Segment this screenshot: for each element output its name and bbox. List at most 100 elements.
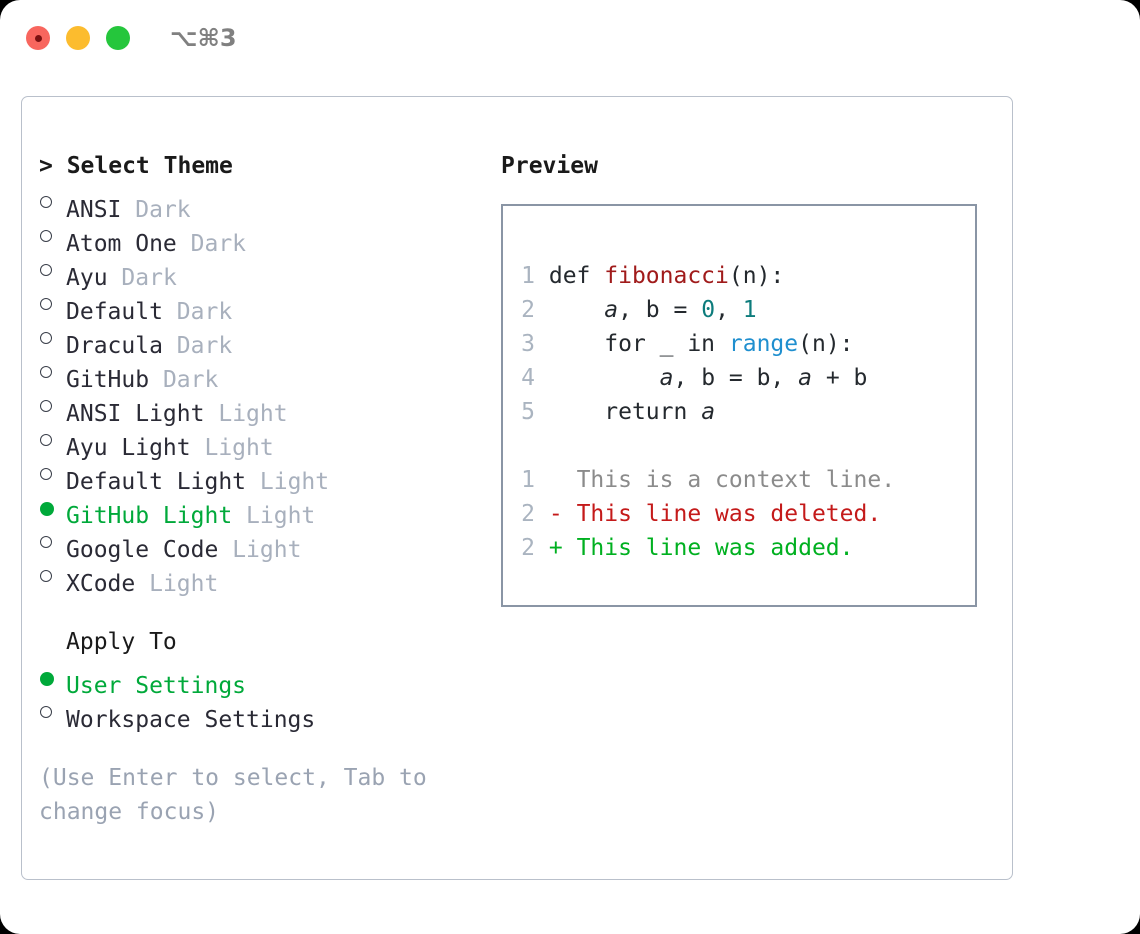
code-token: , b =: [618, 297, 702, 323]
line-number: 2: [521, 535, 535, 561]
radio-unselected-icon[interactable]: [39, 251, 66, 285]
diff-line: 2 + This line was added.: [521, 531, 895, 565]
code-token: range: [728, 331, 799, 357]
theme-list-item[interactable]: Google Code Light: [39, 523, 469, 563]
code-token: fibonacci: [604, 263, 729, 289]
apply-to-header: Apply To: [66, 629, 177, 655]
radio-glyph: [40, 468, 52, 480]
label-space: [246, 465, 260, 499]
theme-list-item[interactable]: Default Dark: [39, 285, 469, 325]
theme-list-item[interactable]: GitHub Dark: [39, 353, 469, 393]
code-token: ,: [715, 297, 743, 323]
apply-to-label: User Settings: [66, 673, 247, 699]
radio-glyph: [40, 264, 52, 276]
radio-glyph: [40, 332, 52, 344]
code-token: for _ in: [548, 331, 729, 357]
code-token: 0: [701, 297, 716, 323]
recording-indicator-icon: [35, 35, 42, 42]
radio-unselected-icon[interactable]: [39, 557, 66, 591]
diff-line: 1 This is a context line.: [521, 463, 895, 497]
radio-unselected-icon[interactable]: [39, 183, 66, 217]
label-space: [163, 329, 177, 363]
gutter-gap: [535, 467, 549, 493]
diff-marker: +: [548, 535, 577, 561]
theme-name: XCode: [66, 571, 136, 597]
gutter-gap: [535, 365, 549, 391]
theme-list-item[interactable]: Default Light Light: [39, 455, 469, 495]
radio-unselected-icon[interactable]: [39, 217, 66, 251]
theme-variant-tag: Light: [149, 571, 219, 597]
apply-to-option[interactable]: Workspace Settings: [39, 693, 469, 733]
theme-variant-tag: Dark: [162, 367, 219, 393]
gutter-gap: [535, 297, 549, 323]
radio-unselected-icon[interactable]: [39, 319, 66, 353]
gutter-gap: [535, 535, 549, 561]
theme-list-item[interactable]: XCode Light: [39, 557, 469, 597]
title-bar: ⌥⌘3: [0, 0, 1140, 80]
code-line: 2 a, b = 0, 1: [521, 293, 895, 327]
code-token: + b: [811, 365, 868, 391]
radio-unselected-icon[interactable]: [39, 353, 66, 387]
code-token: a: [604, 297, 619, 323]
window-minimize-button[interactable]: [66, 26, 90, 50]
radio-unselected-icon[interactable]: [39, 693, 66, 727]
preview-title: Preview: [501, 153, 598, 179]
label-space: [232, 499, 246, 533]
label-space: [135, 567, 149, 601]
line-number: 4: [521, 365, 535, 391]
code-line: 4 a, b = b, a + b: [521, 361, 895, 395]
apply-to-label: Workspace Settings: [66, 707, 316, 733]
theme-list-item[interactable]: GitHub Light Light: [39, 489, 469, 529]
radio-glyph: [40, 366, 52, 378]
code-token: a: [659, 365, 674, 391]
radio-unselected-icon[interactable]: [39, 387, 66, 421]
window-zoom-button[interactable]: [106, 26, 130, 50]
line-number: 5: [521, 399, 535, 425]
code-token: return: [548, 399, 702, 425]
radio-unselected-icon[interactable]: [39, 421, 66, 455]
diff-line: 2 - This line was deleted.: [521, 497, 895, 531]
theme-list-item[interactable]: ANSI Light Light: [39, 387, 469, 427]
radio-selected-icon[interactable]: [39, 489, 66, 523]
theme-list-item[interactable]: Ayu Dark: [39, 251, 469, 291]
radio-glyph: [40, 298, 52, 310]
theme-picker-header: > Select Theme: [39, 153, 233, 179]
theme-list-item[interactable]: Ayu Light Light: [39, 421, 469, 461]
code-token: def: [548, 263, 605, 289]
line-number: 3: [521, 331, 535, 357]
theme-name: Atom One: [66, 231, 177, 257]
radio-glyph: [40, 502, 54, 516]
line-number: 2: [521, 297, 535, 323]
radio-glyph: [40, 230, 52, 242]
theme-list-item[interactable]: Atom One Dark: [39, 217, 469, 257]
radio-unselected-icon[interactable]: [39, 523, 66, 557]
apply-to-option[interactable]: User Settings: [39, 659, 469, 699]
gutter-gap: [535, 501, 549, 527]
theme-list-item[interactable]: ANSI Dark: [39, 183, 469, 223]
diff-marker: [549, 467, 577, 493]
radio-unselected-icon[interactable]: [39, 455, 66, 489]
code-token: a: [701, 399, 716, 425]
label-space: [121, 193, 135, 227]
theme-name: Ayu Light: [66, 435, 191, 461]
theme-name: ANSI Light: [66, 401, 205, 427]
line-number: 1: [521, 263, 535, 289]
theme-variant-tag: Light: [218, 401, 288, 427]
theme-list-item[interactable]: Dracula Dark: [39, 319, 469, 359]
label-space: [218, 533, 232, 567]
theme-variant-tag: Light: [259, 469, 330, 495]
theme-name: Ayu: [66, 265, 108, 291]
radio-unselected-icon[interactable]: [39, 285, 66, 319]
theme-variant-tag: Light: [246, 503, 316, 529]
radio-selected-icon[interactable]: [39, 659, 66, 693]
code-token: 1: [742, 297, 757, 323]
theme-name: Google Code: [66, 537, 219, 563]
code-line: 5 return a: [521, 395, 895, 429]
theme-variant-tag: Light: [232, 537, 302, 563]
code-line: 1 def fibonacci(n):: [521, 259, 895, 293]
diff-marker: -: [548, 501, 577, 527]
shortcut-label: ⌥⌘3: [170, 24, 237, 52]
label-space: [191, 431, 205, 465]
